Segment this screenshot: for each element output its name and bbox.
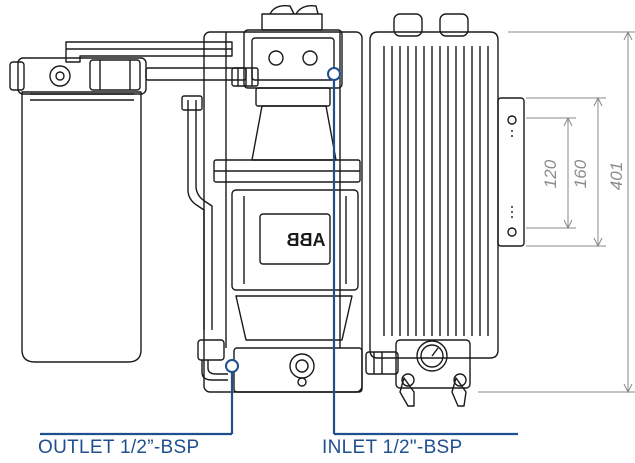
- callout-markers: [225, 67, 341, 373]
- inlet-block: [365, 339, 471, 407]
- dimension-lines: [478, 30, 635, 394]
- filter-canister: [9, 57, 147, 363]
- dimension-120-label: 120: [541, 159, 560, 188]
- cooler-block: [369, 13, 525, 359]
- outlet-marker: [225, 359, 239, 373]
- callout-leaders: [40, 72, 518, 436]
- outlet-label: OUTLET 1/2”-BSP: [38, 437, 200, 458]
- dimension-401-label: 401: [607, 162, 626, 190]
- top-bracket: [65, 41, 259, 87]
- brand-logo: ABB: [287, 230, 326, 250]
- side-piping: [181, 95, 228, 381]
- inlet-marker: [327, 67, 341, 81]
- inlet-label: INLET 1/2"-BSP: [322, 437, 463, 458]
- motor-pump-column: [203, 4, 363, 393]
- dimension-160-label: 160: [571, 159, 590, 188]
